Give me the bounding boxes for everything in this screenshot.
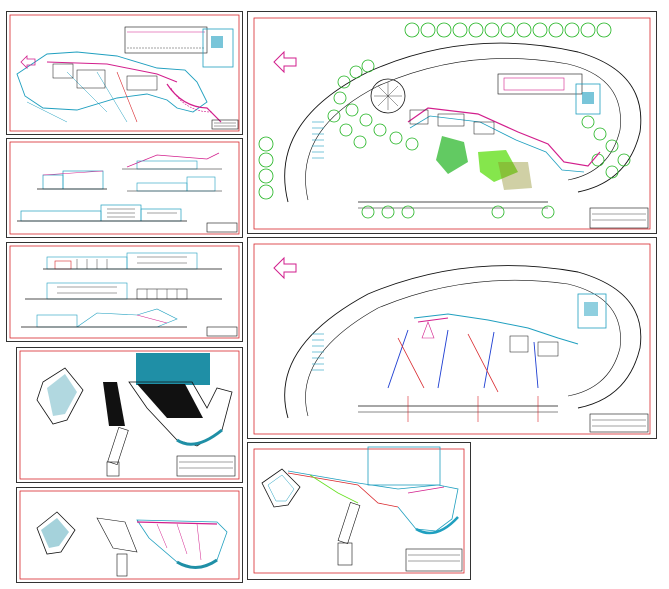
sheet-roof-plan-2[interactable] (16, 487, 243, 583)
sheet-landscape-plan[interactable] (247, 11, 657, 234)
sheet-level-plan[interactable] (247, 442, 471, 580)
roof-plan-1-drawing (19, 350, 240, 480)
elevations-2-drawing (9, 245, 240, 339)
site-plan-small-drawing (9, 14, 240, 132)
north-arrow-icon (20, 55, 36, 69)
sheet-site-plan-small[interactable] (6, 11, 243, 135)
north-arrow-icon (273, 256, 297, 280)
north-arrow-icon (273, 50, 297, 74)
sheet-services-plan[interactable] (247, 237, 657, 439)
sheet-roof-plan-1[interactable] (16, 347, 243, 483)
elevations-1-drawing (9, 141, 240, 235)
sheet-elevations-2[interactable] (6, 242, 243, 342)
sheet-elevations-1[interactable] (6, 138, 243, 238)
level-plan-drawing (253, 446, 465, 574)
roof-plan-2-drawing (19, 490, 240, 580)
landscape-plan-drawing (253, 17, 651, 230)
services-plan-drawing (253, 243, 651, 435)
tree-icon (258, 22, 612, 200)
